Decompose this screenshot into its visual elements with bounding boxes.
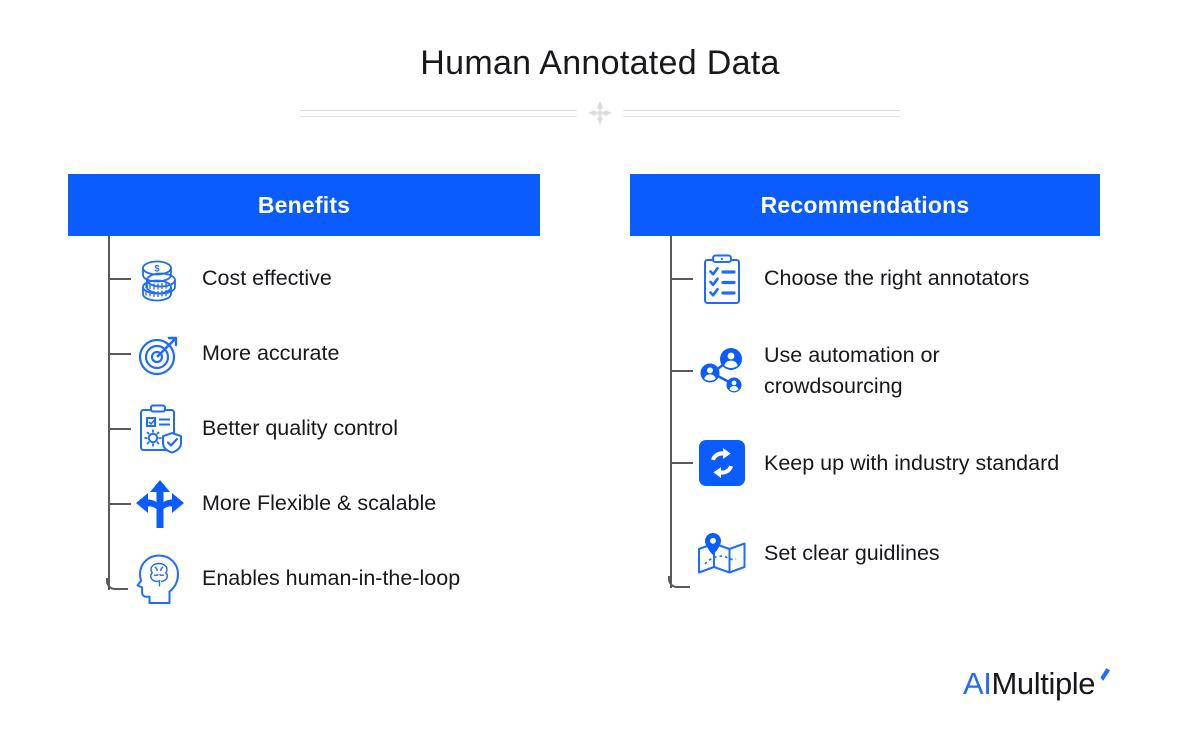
list-item[interactable]: Use automation or crowdsourcing: [630, 340, 1100, 402]
list-item[interactable]: Better quality control: [68, 400, 540, 458]
title-divider: [300, 100, 900, 126]
people-network-icon: [694, 343, 750, 399]
list-item-label: Choose the right annotators: [764, 266, 1030, 291]
tree-tick: [109, 503, 131, 505]
refresh-loop-icon: [694, 435, 750, 491]
list-item-label: Set clear guidlines: [764, 540, 940, 565]
tree-connector-line: [106, 236, 128, 590]
list-item-label: Use automation or crowdsourcing: [764, 343, 940, 399]
logo-suffix: Multiple: [991, 666, 1096, 701]
column-header-recommendations: Recommendations: [630, 174, 1100, 236]
map-location-pin-icon: [694, 525, 750, 581]
slanted-parallelogram-accent-icon: [1097, 668, 1111, 688]
list-item-label: Better quality control: [202, 416, 398, 441]
tree-tick: [109, 278, 131, 280]
list-item[interactable]: Choose the right annotators: [630, 250, 1100, 308]
column-recommendations: Recommendations: [630, 174, 1100, 588]
aimultiple-logo[interactable]: AI Multiple: [963, 666, 1111, 702]
tree-tick: [671, 370, 693, 373]
coins-stack-dollar-icon: $: [132, 251, 188, 307]
head-brain-icon: [132, 551, 188, 607]
list-item-label: More Flexible & scalable: [202, 491, 437, 516]
list-item[interactable]: More accurate: [68, 325, 540, 383]
list-item[interactable]: Enables human-in-the-loop: [68, 550, 540, 608]
tree-tick: [109, 428, 131, 430]
tree-tick: [109, 353, 131, 355]
list-item-label: Keep up with industry standard: [764, 450, 1060, 475]
tree-tick: [671, 462, 693, 465]
list-item[interactable]: $ Cost effective: [68, 250, 540, 308]
divider-rule-left: [300, 109, 577, 117]
list-item-label: Cost effective: [202, 266, 332, 291]
three-way-arrow-icon: [132, 476, 188, 532]
clipboard-checklist-icon: [694, 251, 750, 307]
page-title: Human Annotated Data: [420, 44, 780, 82]
list-item[interactable]: Keep up with industry standard: [630, 434, 1100, 492]
target-arrow-icon: [132, 326, 188, 382]
list-item[interactable]: More Flexible & scalable: [68, 475, 540, 533]
list-item[interactable]: Set clear guidlines: [630, 524, 1100, 582]
logo-prefix: AI: [963, 666, 992, 701]
list-item-label: Enables human-in-the-loop: [202, 566, 461, 591]
list-item-label: More accurate: [202, 341, 340, 366]
tree-connector-line: [668, 236, 690, 588]
clipboard-gear-shield-check-icon: [132, 401, 188, 457]
column-body-benefits: $ Cost effective: [68, 236, 540, 608]
four-petal-diamond-ornament-icon: [587, 100, 613, 126]
svg-text:$: $: [154, 264, 159, 274]
column-benefits: Benefits $ C: [68, 174, 540, 608]
column-body-recommendations: Choose the right annotators: [630, 236, 1100, 588]
column-header-benefits: Benefits: [68, 174, 540, 236]
divider-rule-right: [623, 109, 900, 117]
tree-tick: [671, 278, 693, 280]
